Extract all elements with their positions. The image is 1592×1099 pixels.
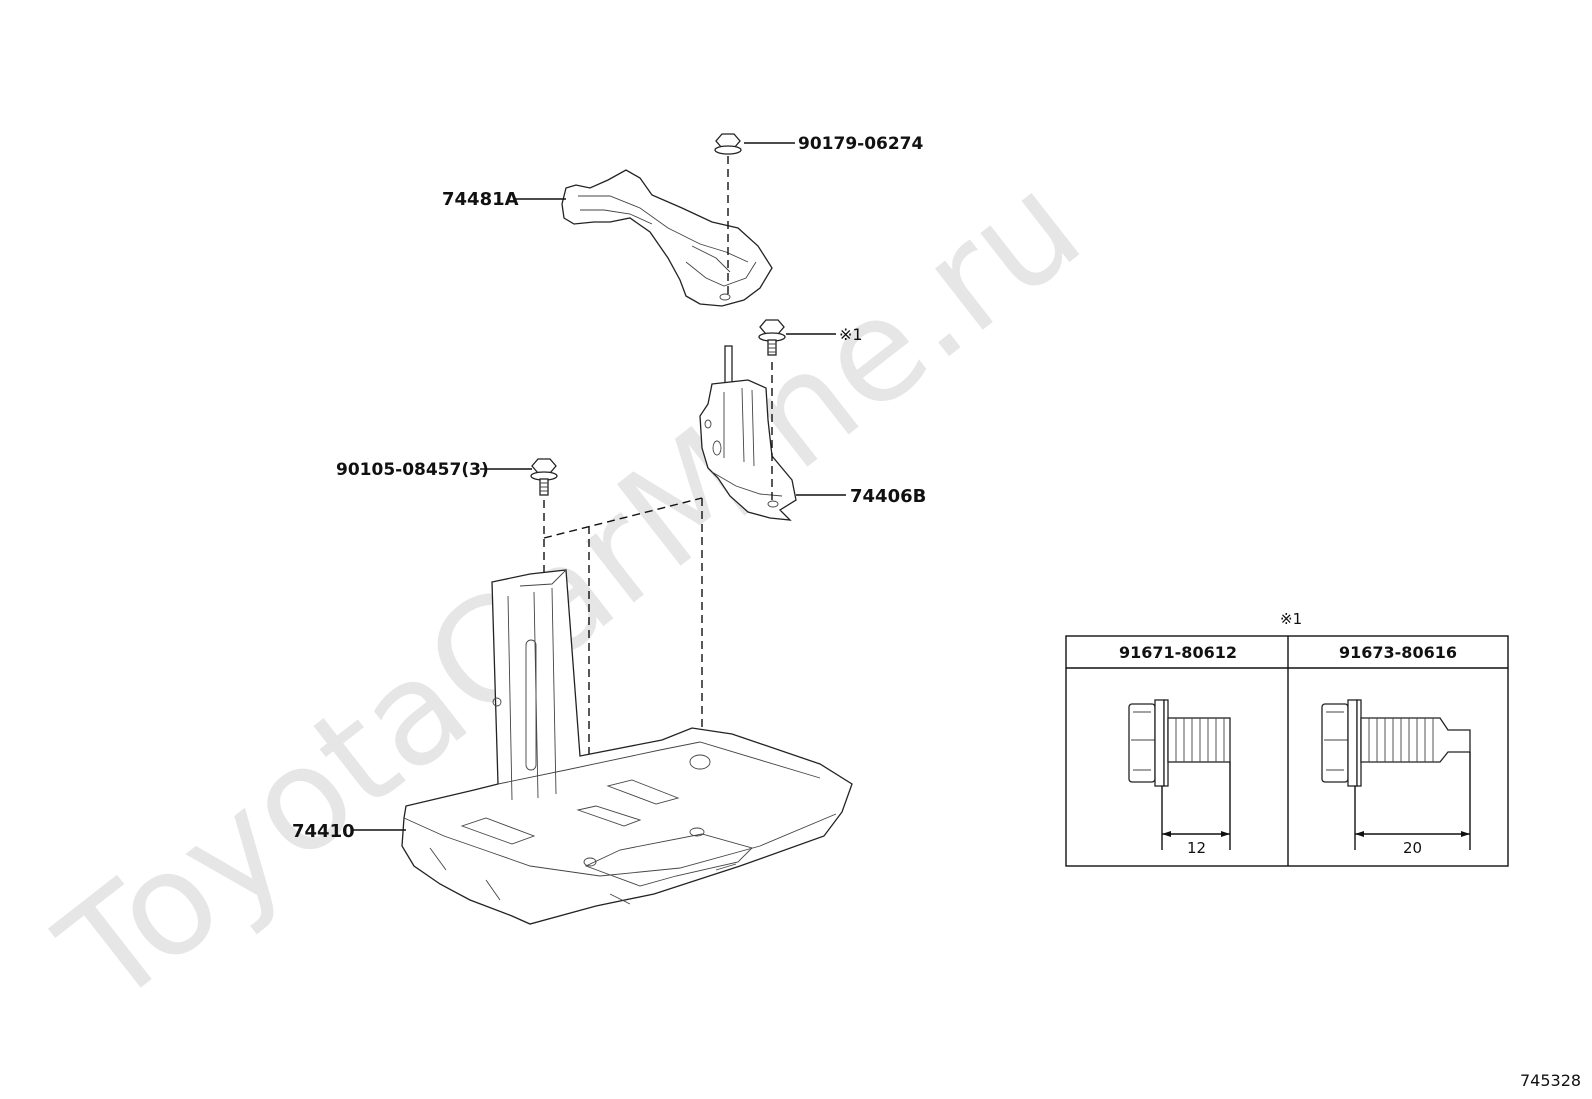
dim-2-arrow-left xyxy=(1355,831,1364,837)
bolt-91673-icon xyxy=(1321,699,1471,787)
dim-1-value: 12 xyxy=(1187,839,1206,857)
assembly-line-top-edge xyxy=(543,497,703,539)
flange-nut-icon xyxy=(714,133,742,155)
label-74410: 74410 xyxy=(292,821,355,842)
label-74406b: 74406B xyxy=(850,486,926,507)
dim-2-value: 20 xyxy=(1403,839,1422,857)
label-note-1: ※1 xyxy=(839,325,863,344)
battery-tray-74410 xyxy=(401,569,853,925)
table-note: ※1 xyxy=(1280,610,1302,628)
label-90105-08457: 90105-08457(3) xyxy=(336,460,489,480)
table-header-col-1: 91671-80612 xyxy=(1119,643,1237,662)
label-74481a: 74481A xyxy=(442,189,519,210)
dim-1-arrow-right xyxy=(1221,831,1230,837)
dim-1-arrow-left xyxy=(1162,831,1171,837)
dim-2-arrow-right xyxy=(1461,831,1470,837)
left-bolt-icon xyxy=(530,458,558,496)
bolt-icon xyxy=(758,319,786,356)
bolt-spec-table xyxy=(1065,635,1509,867)
bolt-91671-icon xyxy=(1128,699,1231,787)
drawing-number: 745328 xyxy=(1520,1071,1581,1090)
table-header-col-2: 91673-80616 xyxy=(1339,643,1457,662)
upper-bracket-74481a xyxy=(561,169,773,307)
label-90179-06274: 90179-06274 xyxy=(798,134,924,154)
